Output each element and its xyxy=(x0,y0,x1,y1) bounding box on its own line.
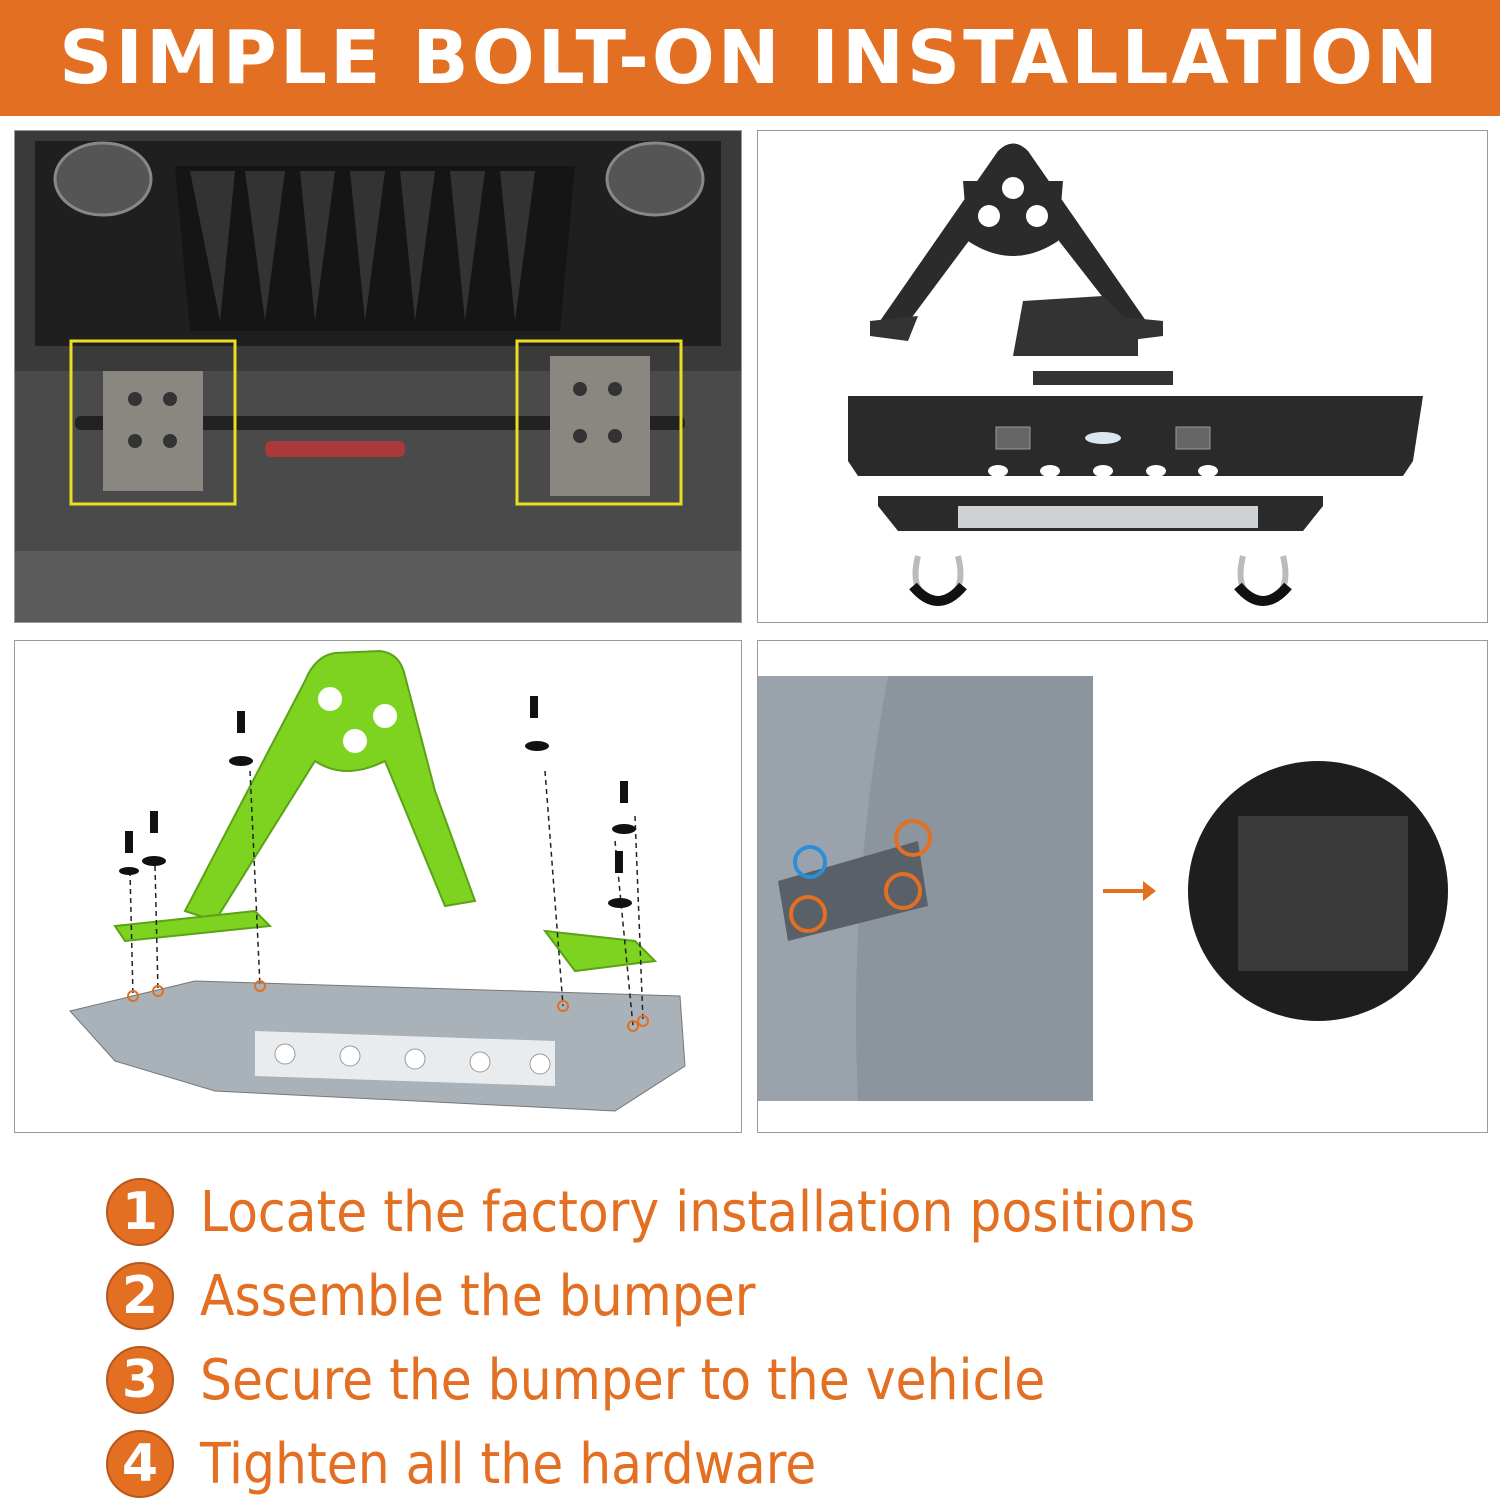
highlight-box-right xyxy=(515,339,683,506)
factory-mount-right xyxy=(550,356,650,496)
green-stinger xyxy=(113,649,658,973)
step-2: 2 Assemble the bumper xyxy=(106,1254,1195,1338)
tire-render xyxy=(856,676,1093,1101)
factory-mount-left xyxy=(103,371,203,491)
step-text: Secure the bumper to the vehicle xyxy=(200,1347,1046,1413)
skid-bar xyxy=(878,496,1323,531)
bolts-and-washers xyxy=(119,696,636,908)
step-text: Tighten all the hardware xyxy=(200,1431,817,1497)
arrow-right-icon xyxy=(1103,881,1156,901)
vehicle-front-illustration xyxy=(15,131,741,622)
step-number-badge: 4 xyxy=(106,1430,174,1498)
step-text: Locate the factory installation position… xyxy=(200,1179,1196,1245)
diagram-assemble-bumper xyxy=(14,640,742,1133)
frame-mount xyxy=(778,841,928,941)
photo-bumper-parts-kit xyxy=(757,130,1488,623)
stinger-hoop xyxy=(870,143,1163,341)
bumper-mount-plate xyxy=(1238,816,1408,971)
blue-marker xyxy=(793,845,827,879)
step-number-badge: 2 xyxy=(106,1262,174,1330)
skid-plate xyxy=(1013,296,1138,356)
orange-marker xyxy=(884,872,922,910)
header-banner: SIMPLE BOLT-ON INSTALLATION xyxy=(0,0,1500,116)
grille-slats xyxy=(175,166,575,331)
light-bracket xyxy=(1033,371,1173,385)
orange-marker xyxy=(894,819,932,857)
photo-factory-mount-points xyxy=(14,130,742,623)
diagram-secure-bumper xyxy=(757,640,1488,1133)
step-1: 1 Locate the factory installation positi… xyxy=(106,1170,1195,1254)
highlight-box-left xyxy=(69,339,237,506)
step-number-badge: 1 xyxy=(106,1178,174,1246)
installation-steps: 1 Locate the factory installation positi… xyxy=(106,1170,1195,1506)
orange-marker xyxy=(789,895,827,933)
d-ring-shackle-left xyxy=(909,555,967,606)
bumper-base xyxy=(69,980,686,1112)
axle-bar xyxy=(75,416,685,430)
orange-hole-markers xyxy=(127,980,649,1032)
step-4: 4 Tighten all the hardware xyxy=(106,1422,1195,1506)
step-number-badge: 3 xyxy=(106,1346,174,1414)
d-ring-shackle-right xyxy=(1234,555,1292,606)
left-headlight xyxy=(53,141,153,217)
stinger-holes xyxy=(318,687,467,753)
parts-kit-illustration xyxy=(848,143,1423,606)
step-3: 3 Secure the bumper to the vehicle xyxy=(106,1338,1195,1422)
right-headlight xyxy=(605,141,705,217)
step-text: Assemble the bumper xyxy=(200,1263,756,1329)
page-title: SIMPLE BOLT-ON INSTALLATION xyxy=(59,15,1441,101)
main-bumper xyxy=(848,396,1423,477)
secure-diagram xyxy=(758,676,1448,1101)
assembly-diagram xyxy=(69,649,686,1112)
